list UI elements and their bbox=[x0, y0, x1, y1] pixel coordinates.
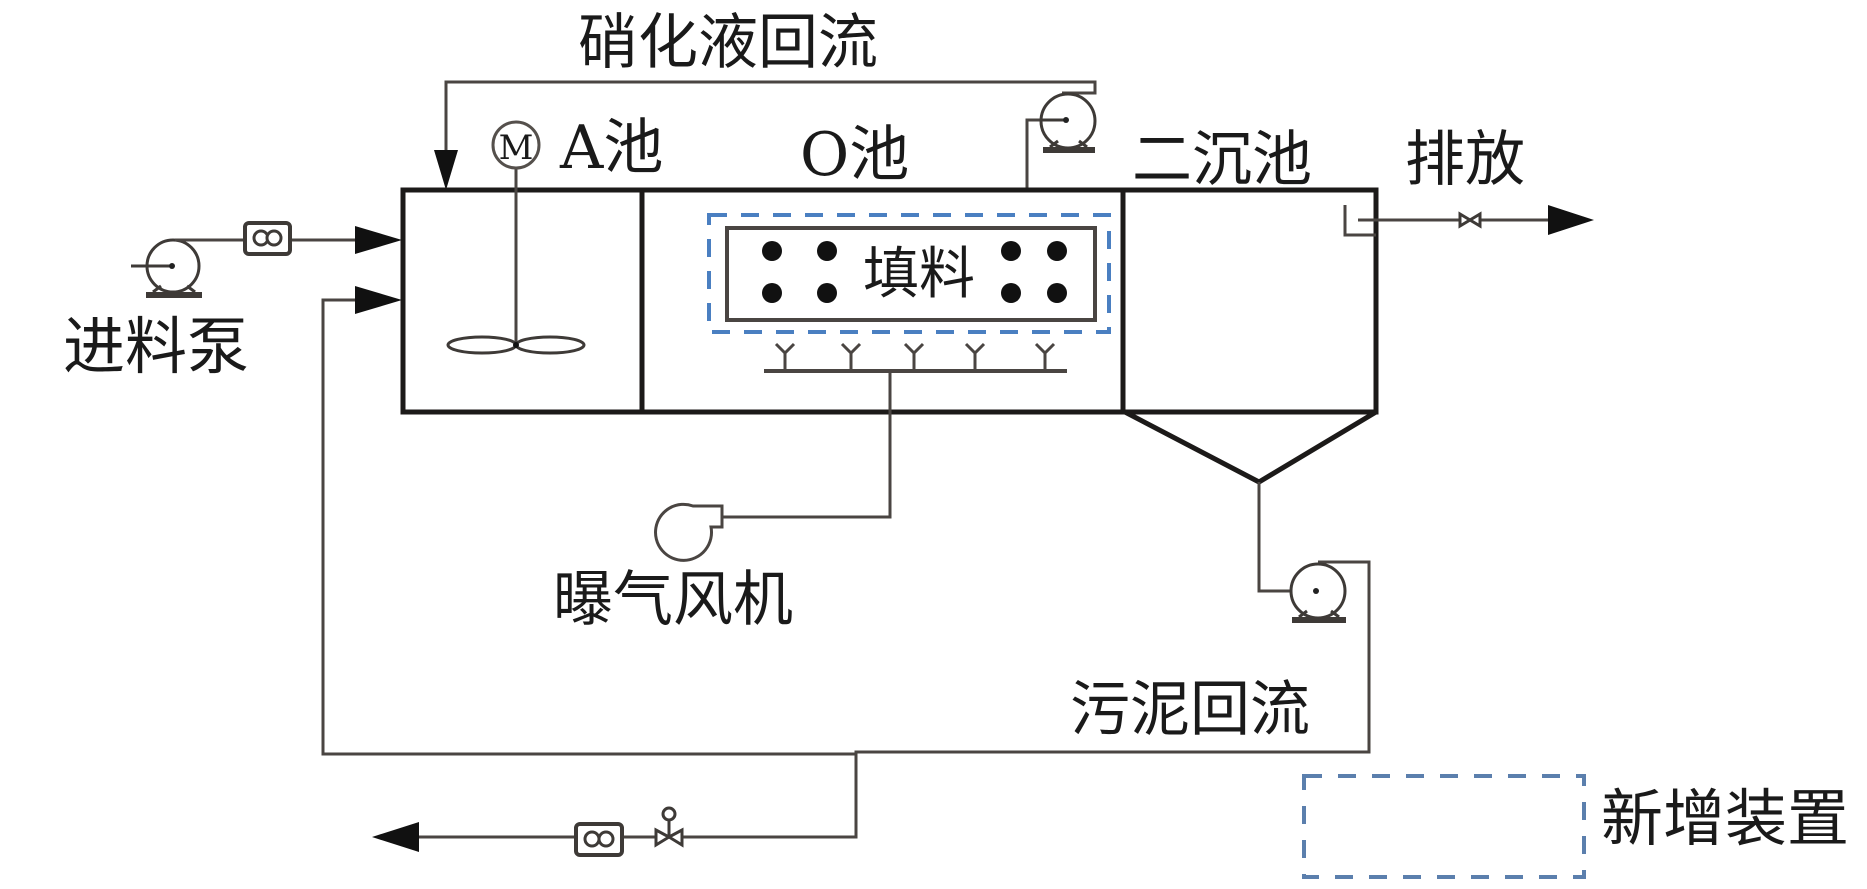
arrow-right-icon bbox=[1548, 205, 1594, 235]
sludge-pump-icon bbox=[1289, 562, 1347, 623]
legend: 新增装置 bbox=[1302, 774, 1849, 879]
clarifier-hopper bbox=[1123, 409, 1378, 485]
feed-pump-icon bbox=[131, 238, 202, 298]
waste-valve-icon bbox=[654, 806, 684, 848]
aeration-diffusers bbox=[722, 342, 1067, 519]
arrow-left-icon bbox=[372, 822, 419, 852]
oxic-tank-label: O池 bbox=[800, 120, 909, 190]
legend-dashed-box bbox=[1302, 774, 1586, 879]
motor-icon: M bbox=[491, 120, 541, 170]
nitrate-pump-icon bbox=[1039, 92, 1097, 153]
discharge-label: 排放 bbox=[1405, 125, 1525, 195]
waste-flowmeter-icon bbox=[574, 822, 624, 857]
arrow-right-icon bbox=[355, 226, 402, 254]
legend-new-equipment-label: 新增装置 bbox=[1601, 782, 1849, 855]
sludge-return-label: 污泥回流 bbox=[1070, 675, 1310, 745]
packing-media: 填料 bbox=[725, 226, 1097, 322]
mixer-icon bbox=[446, 169, 586, 355]
clarifier-label: 二沉池 bbox=[1132, 125, 1312, 195]
motor-symbol: M bbox=[499, 128, 534, 168]
blower-icon bbox=[654, 502, 724, 562]
blower-label: 曝气风机 bbox=[553, 565, 793, 635]
feed-pump-label: 进料泵 bbox=[63, 310, 249, 383]
arrow-right-icon bbox=[355, 286, 402, 314]
nitrate-recycle-label: 硝化液回流 bbox=[578, 8, 878, 78]
anoxic-tank-label: A池 bbox=[559, 113, 663, 183]
arrow-down-icon bbox=[434, 150, 458, 190]
discharge-line bbox=[1343, 205, 1594, 237]
feed-flowmeter-icon bbox=[243, 221, 292, 256]
packing-label: 填料 bbox=[863, 242, 975, 307]
discharge-valve-icon bbox=[1458, 211, 1482, 229]
sludge-return-line bbox=[321, 286, 1371, 839]
new-equipment-dashed-box bbox=[707, 213, 1111, 334]
